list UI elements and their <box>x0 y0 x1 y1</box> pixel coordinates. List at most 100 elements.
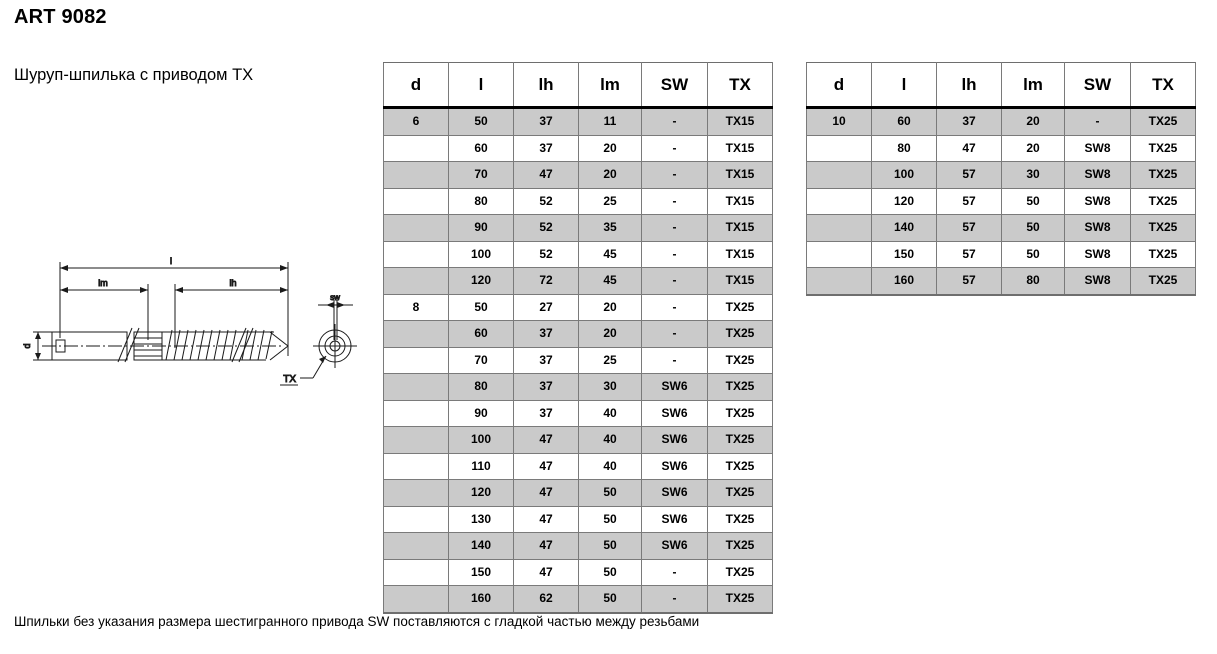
cell-d <box>383 479 449 507</box>
cell-d <box>383 134 449 162</box>
cell-lh: 47 <box>513 479 579 507</box>
cell-lm: 50 <box>578 505 642 533</box>
cell-lh: 47 <box>513 452 579 480</box>
dimension-line-l <box>59 262 289 356</box>
cell-tx: TX15 <box>707 214 773 242</box>
cell-lm: 40 <box>578 399 642 427</box>
cell-tx: TX25 <box>1130 187 1196 215</box>
cell-lm: 25 <box>578 346 642 374</box>
cell-sw: SW6 <box>641 426 708 454</box>
torx-cross-section <box>313 324 357 368</box>
cell-lh: 47 <box>513 426 579 454</box>
cell-tx: TX15 <box>707 107 773 136</box>
cell-tx: TX25 <box>707 558 773 586</box>
cell-sw: SW8 <box>1064 187 1131 215</box>
column-header-sw: SW <box>1064 62 1131 109</box>
cell-d <box>383 320 449 348</box>
cell-l: 60 <box>871 107 937 136</box>
column-header-tx: TX <box>707 62 773 109</box>
cell-sw: - <box>1064 107 1131 136</box>
cell-lh: 47 <box>513 505 579 533</box>
cell-lh: 37 <box>513 320 579 348</box>
leader-line-tx <box>300 355 327 379</box>
column-header-l: l <box>871 62 937 109</box>
cell-tx: TX25 <box>707 320 773 348</box>
cell-tx: TX15 <box>707 187 773 215</box>
cell-tx: TX25 <box>1130 161 1196 189</box>
cell-sw: - <box>641 293 708 321</box>
cell-lh: 27 <box>513 293 579 321</box>
screw-body <box>42 327 289 363</box>
dimension-line-lm <box>60 284 149 340</box>
cell-lh: 57 <box>936 187 1002 215</box>
cell-l: 50 <box>448 293 514 321</box>
cell-lh: 37 <box>513 107 579 136</box>
cell-lm: 20 <box>578 134 642 162</box>
cell-sw: - <box>641 134 708 162</box>
column-header-d: d <box>383 62 449 109</box>
dimension-line-sw <box>318 300 353 340</box>
cell-lm: 20 <box>578 320 642 348</box>
technical-drawing: l lm lh <box>8 248 383 398</box>
cell-d <box>806 161 872 189</box>
cell-l: 70 <box>448 346 514 374</box>
cell-lh: 47 <box>513 558 579 586</box>
cell-lh: 57 <box>936 267 1002 296</box>
cell-lm: 20 <box>578 161 642 189</box>
product-subtitle: Шуруп-шпилька с приводом TX <box>14 66 254 84</box>
cell-sw: SW6 <box>641 505 708 533</box>
cell-tx: TX25 <box>1130 134 1196 162</box>
cell-d <box>383 187 449 215</box>
cell-tx: TX15 <box>707 161 773 189</box>
cell-lh: 37 <box>513 346 579 374</box>
cell-l: 150 <box>871 240 937 268</box>
cell-sw: SW8 <box>1064 214 1131 242</box>
cell-l: 160 <box>871 267 937 296</box>
cell-l: 50 <box>448 107 514 136</box>
cell-d <box>806 267 872 296</box>
cell-l: 130 <box>448 505 514 533</box>
cell-lh: 57 <box>936 214 1002 242</box>
cell-lh: 52 <box>513 240 579 268</box>
cell-tx: TX15 <box>707 134 773 162</box>
cell-lh: 52 <box>513 214 579 242</box>
cell-lh: 57 <box>936 161 1002 189</box>
cell-lh: 37 <box>513 373 579 401</box>
cell-sw: SW8 <box>1064 161 1131 189</box>
cell-d <box>383 267 449 295</box>
column-header-l: l <box>448 62 514 109</box>
cell-sw: - <box>641 346 708 374</box>
cell-tx: TX25 <box>1130 267 1196 296</box>
cell-lm: 40 <box>578 426 642 454</box>
cell-d <box>383 558 449 586</box>
cell-lm: 30 <box>1001 161 1065 189</box>
drawing-label-lm: lm <box>98 278 108 288</box>
cell-sw: - <box>641 240 708 268</box>
cell-d <box>383 346 449 374</box>
drawing-label-d: d <box>22 343 32 348</box>
cell-lh: 62 <box>513 585 579 614</box>
cell-lm: 50 <box>1001 240 1065 268</box>
cell-tx: TX25 <box>707 532 773 560</box>
cell-sw: - <box>641 585 708 614</box>
cell-l: 150 <box>448 558 514 586</box>
cell-l: 120 <box>448 267 514 295</box>
cell-d <box>806 187 872 215</box>
cell-lm: 20 <box>1001 107 1065 136</box>
cell-d <box>383 452 449 480</box>
